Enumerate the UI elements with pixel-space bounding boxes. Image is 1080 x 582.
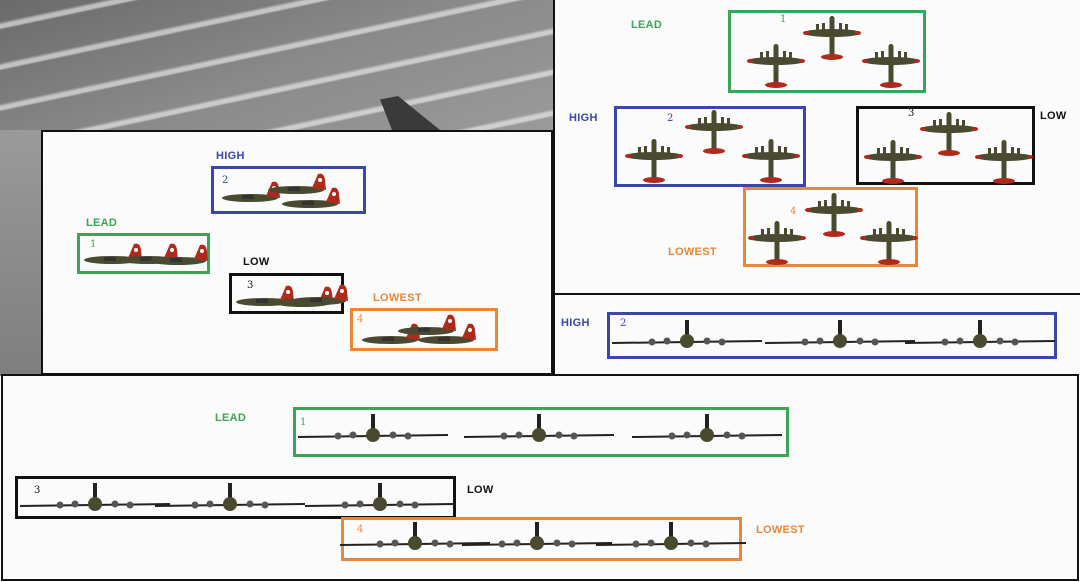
b17-bomber-top-view-icon bbox=[864, 138, 922, 193]
b17-bomber-front-view-icon bbox=[340, 520, 490, 559]
b17-bomber-front-view-icon bbox=[612, 318, 762, 357]
b17-bomber-side-view-icon bbox=[268, 172, 328, 203]
high-number: 2 bbox=[620, 318, 627, 329]
low-label: LOW bbox=[467, 484, 494, 496]
b17-bomber-front-view-icon bbox=[765, 318, 915, 357]
high-number: 2 bbox=[667, 113, 674, 124]
high-squadron-box bbox=[614, 106, 806, 187]
lead-squadron-box bbox=[728, 10, 926, 93]
b17-bomber-top-view-icon bbox=[685, 108, 743, 163]
b17-bomber-top-view-icon bbox=[920, 110, 978, 165]
lowest-number: 4 bbox=[357, 314, 364, 325]
b17-bomber-side-view-icon bbox=[282, 186, 342, 217]
lead-number: 1 bbox=[780, 14, 787, 25]
lead-label: LEAD bbox=[86, 217, 118, 229]
high-label: HIGH bbox=[561, 317, 590, 329]
b17-bomber-top-view-icon bbox=[975, 138, 1033, 193]
low-label: LOW bbox=[1040, 110, 1067, 122]
b17-bomber-top-view-icon bbox=[748, 219, 806, 274]
lowest-label: LOWEST bbox=[756, 524, 805, 536]
b17-bomber-top-view-icon bbox=[747, 42, 805, 97]
lead-squadron-box bbox=[293, 407, 789, 457]
low-number: 3 bbox=[247, 280, 254, 291]
lead-label: LEAD bbox=[215, 412, 247, 424]
lead-number: 1 bbox=[300, 417, 307, 428]
lowest-number: 4 bbox=[357, 524, 364, 535]
b17-bomber-side-view-icon bbox=[398, 313, 458, 344]
b17-bomber-top-view-icon bbox=[625, 137, 683, 192]
lowest-squadron-box bbox=[341, 517, 742, 561]
low-squadron-box bbox=[856, 106, 1035, 185]
lead-number: 1 bbox=[90, 239, 97, 250]
lead-label: LEAD bbox=[631, 19, 663, 31]
b17-bomber-top-view-icon bbox=[803, 14, 861, 69]
b17-bomber-front-view-icon bbox=[20, 481, 170, 520]
b17-bomber-top-view-icon bbox=[742, 137, 800, 192]
b17-bomber-top-view-icon bbox=[860, 219, 918, 274]
high-squadron-box bbox=[211, 166, 366, 214]
b17-bomber-side-view-icon bbox=[150, 243, 210, 274]
lowest-label: LOWEST bbox=[373, 292, 422, 304]
high-squadron-box bbox=[607, 312, 1057, 359]
lead-squadron-box bbox=[77, 233, 210, 274]
low-number: 3 bbox=[34, 485, 41, 496]
low-number: 3 bbox=[908, 108, 915, 119]
b17-bomber-front-view-icon bbox=[298, 412, 448, 451]
b17-bomber-top-view-icon bbox=[805, 191, 863, 246]
b17-bomber-front-view-icon bbox=[464, 412, 614, 451]
b17-bomber-front-view-icon bbox=[155, 481, 305, 520]
lowest-label: LOWEST bbox=[668, 246, 717, 258]
lowest-squadron-box bbox=[743, 187, 918, 267]
aircraft-tail-silhouette bbox=[380, 96, 440, 130]
front-view-high-panel bbox=[553, 293, 1080, 376]
b17-bomber-front-view-icon bbox=[596, 520, 746, 559]
high-label: HIGH bbox=[569, 112, 598, 124]
b17-bomber-front-view-icon bbox=[462, 520, 612, 559]
low-squadron-box bbox=[15, 476, 456, 519]
lowest-squadron-box bbox=[350, 308, 498, 351]
lowest-number: 4 bbox=[790, 206, 797, 217]
b17-bomber-top-view-icon bbox=[862, 42, 920, 97]
low-label: LOW bbox=[243, 256, 270, 268]
b17-bomber-front-view-icon bbox=[905, 318, 1055, 357]
high-label: HIGH bbox=[216, 150, 245, 162]
b17-bomber-front-view-icon bbox=[632, 412, 782, 451]
b17-bomber-side-view-icon bbox=[290, 283, 350, 314]
b17-bomber-side-view-icon bbox=[418, 322, 478, 353]
b17-bomber-front-view-icon bbox=[305, 481, 455, 520]
high-number: 2 bbox=[222, 175, 229, 186]
